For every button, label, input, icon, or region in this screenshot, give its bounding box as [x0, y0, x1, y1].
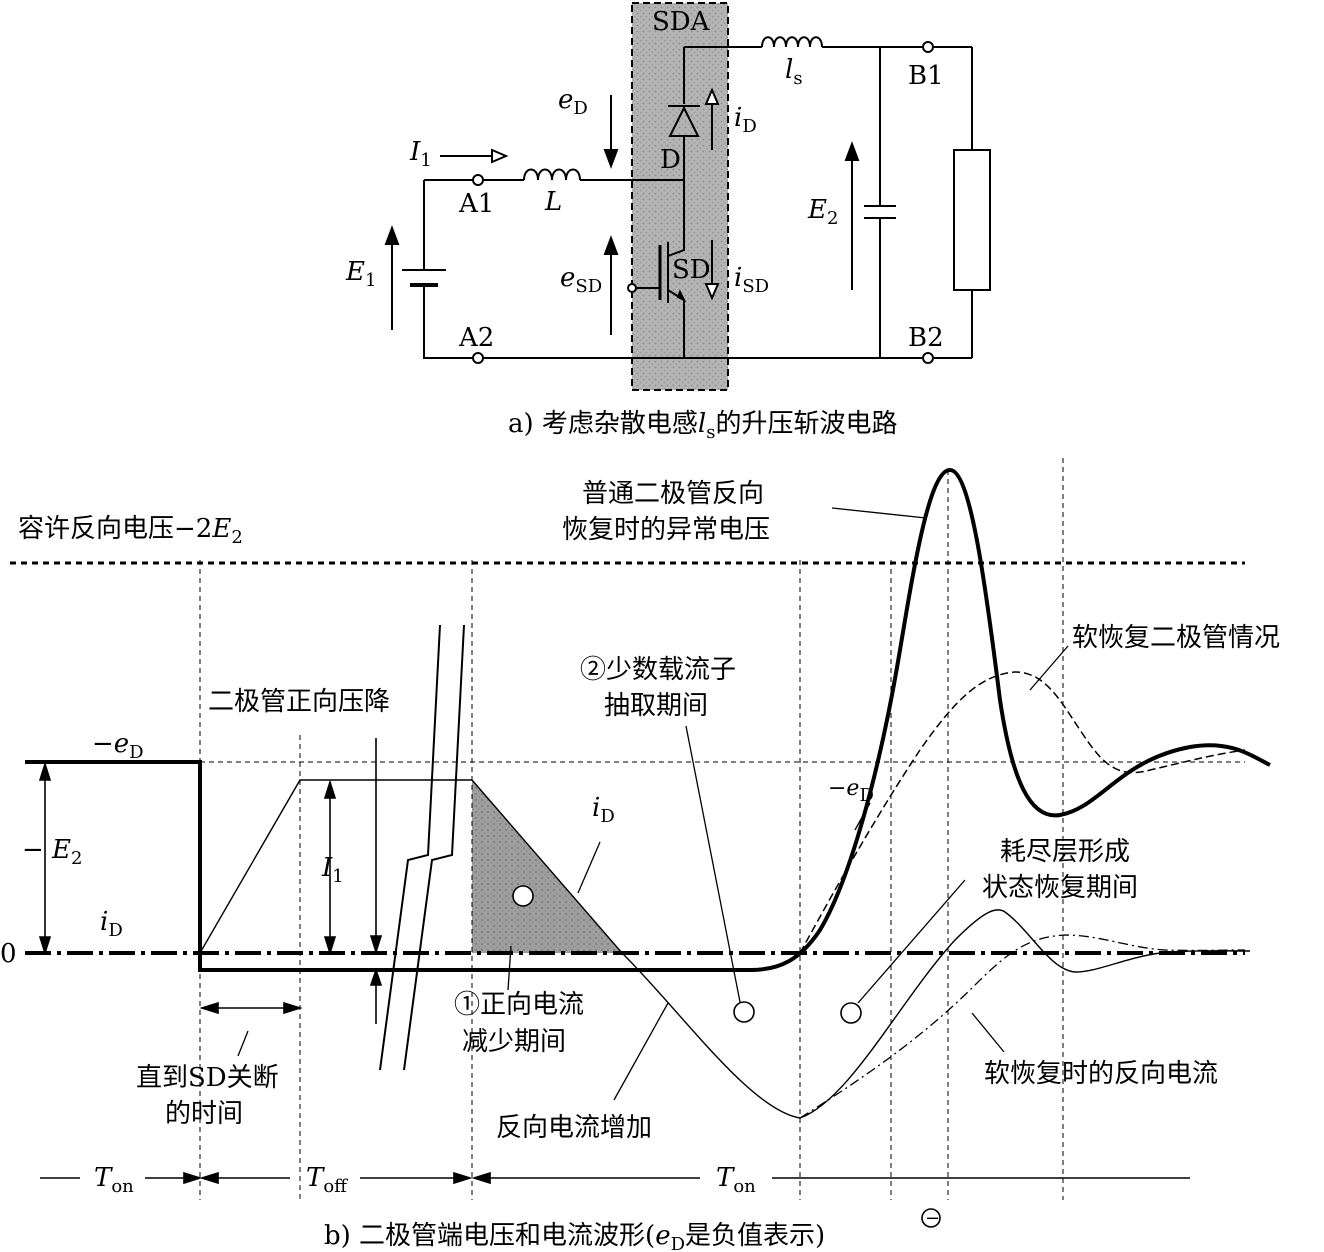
circuit-labels: SDA ls B1 B2 A1 A2 eD iD D SD I1 L E1 E2… — [345, 7, 944, 443]
label-soft-recovery: 软恢复二极管情况 — [1072, 623, 1280, 653]
label-diode-forward-drop: 二极管正向压降 — [208, 687, 390, 717]
circuit-arrows — [384, 87, 860, 335]
label-b1: B1 — [908, 61, 944, 91]
label-neg-eD-left: −eD — [92, 729, 144, 763]
soft-recovery-voltage-curve — [799, 671, 1246, 954]
waveform-labels: 容许反向电压−2E2 普通二极管反向 恢复时的异常电压 软恢复二极管情况 ②少数… — [0, 479, 1280, 1252]
label-neg-eD-right: −eD — [828, 776, 874, 806]
time-break-marks — [379, 624, 465, 1071]
footnote-mark: − — [925, 1208, 940, 1229]
label-ls: ls — [785, 55, 803, 89]
label-L: L — [544, 187, 562, 217]
label-soft-recovery-reverse-current: 软恢复时的反向电流 — [984, 1059, 1218, 1089]
label-normal-diode-line1: 普通二极管反向 — [582, 479, 764, 509]
vertical-guides — [199, 458, 1064, 1200]
label-minority-carrier-line2: 抽取期间 — [604, 691, 708, 721]
leader-lines — [237, 507, 1069, 1101]
label-iD-axis: iD — [100, 907, 123, 941]
label-Ton-left: Ton — [94, 1163, 134, 1197]
terminal-b2 — [922, 352, 934, 364]
label-sd-off-line1: 直到SD关断 — [136, 1063, 279, 1093]
label-I1-span: I1 — [321, 853, 344, 887]
label-forward-current-line2: 减少期间 — [462, 1027, 566, 1057]
gate-terminal — [627, 283, 637, 293]
label-iD: iD — [734, 103, 757, 137]
label-Ton-right: Ton — [716, 1163, 756, 1197]
label-zero: 0 — [0, 939, 17, 969]
label-normal-diode-line2: 恢复时的异常电压 — [562, 515, 770, 545]
label-SD: SD — [672, 255, 711, 285]
label-sda: SDA — [652, 7, 711, 37]
circuit-diagram — [402, 2, 991, 391]
label-sd-off-line2: 的时间 — [165, 1099, 243, 1129]
diode-symbol — [668, 105, 700, 137]
label-I1: I1 — [409, 137, 432, 171]
label-D: D — [660, 145, 681, 175]
label-a1: A1 — [458, 189, 494, 219]
dimension-arrows — [38, 738, 1190, 1185]
label-iD-curve: iD — [592, 793, 615, 827]
terminal-a2 — [472, 352, 484, 364]
label-iSD: iSD — [734, 263, 769, 297]
label-a2: A2 — [458, 323, 494, 353]
diode-current-curve — [199, 779, 1251, 1119]
diode-voltage-curve — [25, 467, 1271, 972]
caption-b: b) 二极管端电压和电流波形(eD是负值表示) — [324, 1221, 825, 1252]
label-E2: E2 — [807, 195, 838, 229]
label-forward-current-line1: ①正向电流 — [454, 990, 584, 1020]
wire-left-bottom — [423, 300, 478, 359]
inductor-ls — [761, 36, 823, 48]
sda-module-box — [631, 2, 729, 391]
label-depletion-line2: 状态恢复期间 — [982, 873, 1138, 903]
label-neg-E2: − E2 — [22, 835, 82, 869]
label-minority-carrier-line1: ②少数载流子 — [580, 655, 736, 685]
caption-a: a) 考虑杂散电感ls的升压斩波电路 — [508, 409, 898, 443]
label-Toff: Toff — [306, 1163, 348, 1197]
marker-circles — [512, 885, 941, 1228]
label-allowed-reverse-voltage: 容许反向电压−2E2 — [18, 514, 243, 548]
label-depletion-line1: 耗尽层形成 — [1000, 837, 1130, 867]
load-resistor — [953, 149, 991, 291]
label-eSD: eSD — [560, 263, 602, 297]
terminal-a1 — [472, 174, 484, 186]
terminal-b1 — [922, 41, 934, 53]
label-reverse-current-increase: 反向电流增加 — [496, 1113, 652, 1143]
label-b2: B2 — [908, 323, 944, 353]
label-E1: E1 — [345, 257, 376, 291]
inductor-L — [523, 168, 581, 181]
soft-recovery-current-curve — [799, 934, 1246, 1119]
waveform-diagram: 容许反向电压−2E2 普通二极管反向 恢复时的异常电压 软恢复二极管情况 ②少数… — [0, 458, 1280, 1252]
label-eD: eD — [558, 85, 588, 119]
